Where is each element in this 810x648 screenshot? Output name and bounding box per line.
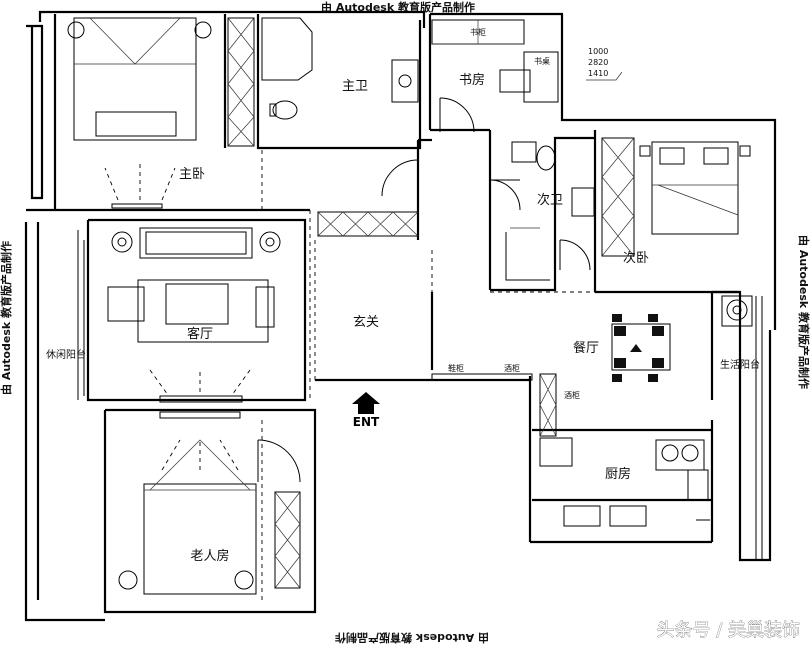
- entrance-marker: ENT: [352, 392, 380, 429]
- dashed-boundaries: [261, 150, 740, 600]
- credit-watermark: 头条号 / 美巢装饰: [656, 620, 800, 641]
- wardrobes: [227, 17, 635, 589]
- room-label-master-bedroom: 主卧: [179, 167, 205, 182]
- elderly-room-furniture: [118, 411, 257, 595]
- label-wine-cabinet-a: 酒柜: [504, 363, 520, 373]
- room-label-second-bath: 次卫: [537, 192, 563, 208]
- leisure-balcony: [77, 230, 85, 400]
- label-desk: 书桌: [534, 56, 550, 66]
- living-room-furniture: [107, 227, 281, 403]
- label-bookshelf: 书柜: [470, 27, 486, 37]
- dimension-3: 1410: [588, 69, 608, 78]
- room-label-service-balcony: 生活阳台: [720, 358, 760, 371]
- room-label-foyer: 玄关: [353, 315, 379, 330]
- watermark-bottom: 由 Autodesk 教育版产品制作: [335, 631, 489, 645]
- dining-table: [611, 314, 671, 382]
- label-wine-cabinet-b: 酒柜: [564, 390, 580, 400]
- room-label-kitchen: 厨房: [605, 466, 631, 482]
- label-shoe-cabinet: 鞋柜: [448, 363, 464, 373]
- second-bath-fixtures: [505, 141, 595, 281]
- room-label-elderly-room: 老人房: [190, 548, 229, 564]
- dimension-2: 2820: [588, 58, 608, 67]
- room-label-study: 书房: [459, 72, 485, 88]
- study-furniture: [499, 51, 559, 103]
- master-bath-fixtures: [261, 17, 419, 120]
- entrance-label: ENT: [353, 415, 380, 429]
- room-label-leisure-balcony: 休闲阳台: [46, 348, 86, 361]
- master-bedroom-furniture: [67, 17, 212, 209]
- doors: [257, 97, 710, 521]
- dimension-note: 1000 2820 1410: [586, 47, 623, 81]
- kitchen-fixtures: [539, 437, 709, 527]
- service-balcony: [721, 295, 763, 560]
- watermark-left: 由 Autodesk 教育版产品制作: [0, 241, 13, 395]
- room-label-second-bedroom: 次卧: [623, 250, 649, 266]
- dimension-1: 1000: [588, 47, 608, 56]
- watermark-top: 由 Autodesk 教育版产品制作: [321, 0, 475, 14]
- second-bedroom-furniture: [639, 141, 751, 235]
- room-label-master-bath: 主卫: [342, 79, 368, 94]
- room-label-living-room: 客厅: [187, 326, 213, 342]
- watermark-right: 由 Autodesk 教育版产品制作: [797, 235, 810, 389]
- room-label-dining-room: 餐厅: [573, 340, 599, 356]
